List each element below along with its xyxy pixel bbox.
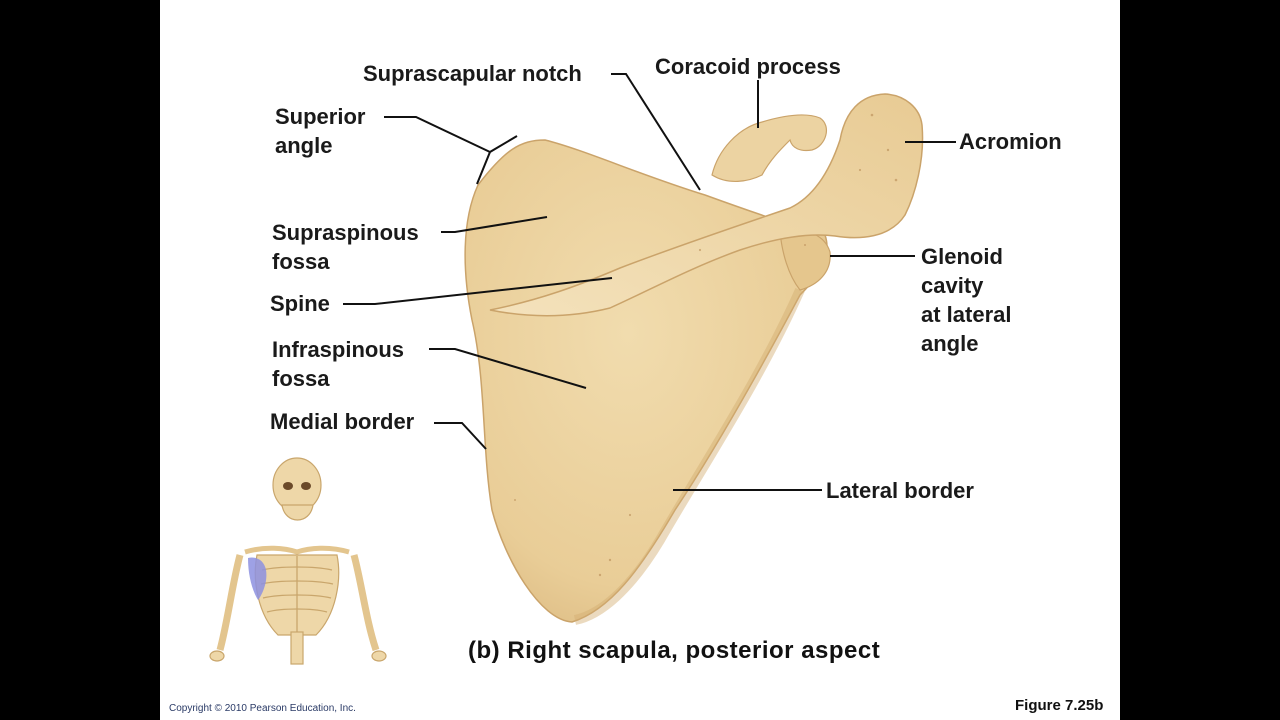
label-supraspinous-fossa: Supraspinous fossa	[272, 220, 419, 274]
label-infraspinous-fossa: Infraspinous fossa	[272, 337, 405, 391]
label-acromion: Acromion	[959, 129, 1062, 154]
label-lateral-border: Lateral border	[826, 478, 974, 503]
bone-speckles	[514, 113, 898, 577]
highlighted-scapula	[248, 557, 267, 600]
coracoid-process-shape	[711, 114, 828, 182]
leader-lines	[343, 73, 956, 491]
copyright-notice: Copyright © 2010 Pearson Education, Inc.	[169, 703, 356, 714]
skeleton-thumbnail	[209, 457, 387, 665]
leader-spine	[343, 277, 613, 305]
label-medial-border: Medial border	[270, 409, 415, 434]
leader-medial-border	[434, 422, 487, 450]
leader-superior-angle-tick	[476, 135, 518, 185]
label-glenoid-cavity: Glenoid cavity at lateral angle	[921, 244, 1012, 356]
label-superior-angle: Superior angle	[275, 104, 366, 158]
leader-supraspinous-fossa	[441, 216, 548, 233]
label-spine: Spine	[270, 291, 330, 316]
scapula-body	[464, 139, 828, 623]
leader-suprascapular-notch	[611, 73, 701, 191]
figure-caption: (b) Right scapula, posterior aspect	[468, 637, 881, 664]
leader-infraspinous-fossa	[429, 348, 587, 389]
figure-reference: Figure 7.25b	[1015, 697, 1104, 714]
label-suprascapular-notch: Suprascapular notch	[363, 61, 582, 86]
spine-acromion-shape	[489, 93, 924, 317]
label-coracoid-process: Coracoid process	[655, 54, 841, 79]
leader-superior-angle	[384, 116, 491, 153]
